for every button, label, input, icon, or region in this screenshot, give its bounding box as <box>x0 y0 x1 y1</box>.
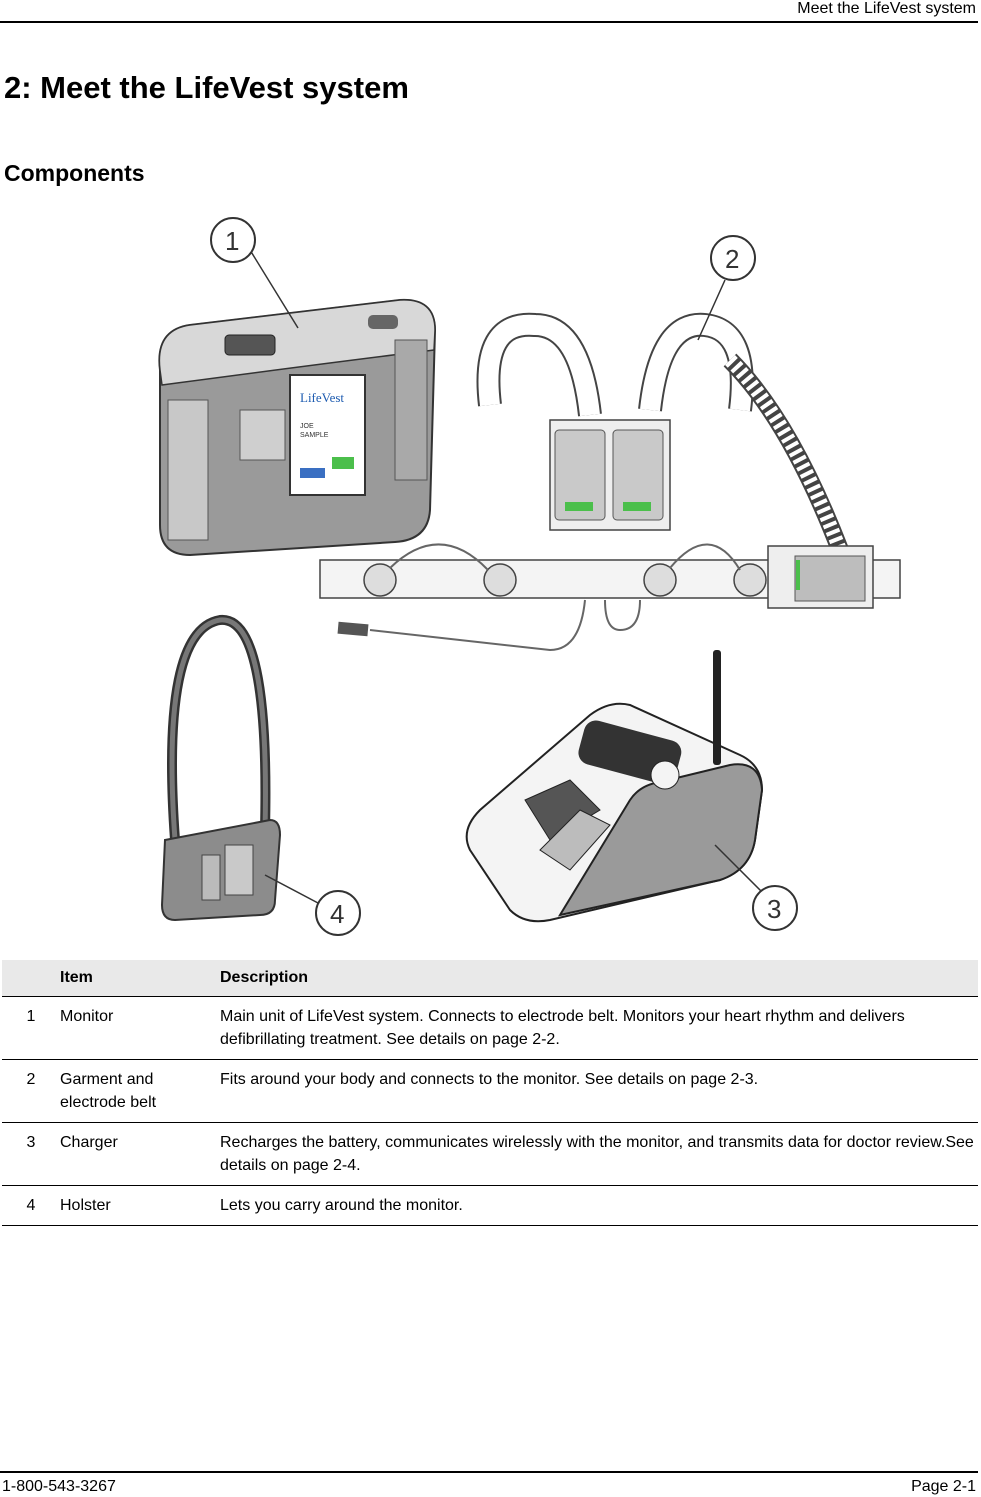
row-num: 3 <box>2 1122 60 1186</box>
running-title: Meet the LifeVest system <box>797 0 976 17</box>
running-header: Meet the LifeVest system <box>0 0 978 23</box>
charger-illustration <box>465 650 764 923</box>
chapter-title: 2: Meet the LifeVest system <box>4 70 409 105</box>
callout-2-label: 2 <box>725 244 739 274</box>
table-row: 1 Monitor Main unit of LifeVest system. … <box>2 996 978 1060</box>
callout-2: 2 <box>697 235 756 341</box>
monitor-screen-brand: LifeVest <box>300 390 344 405</box>
callout-3: 3 <box>714 844 798 931</box>
row-description: Fits around your body and connects to th… <box>220 1059 978 1123</box>
footer-phone: 1-800-543-3267 <box>2 1478 116 1495</box>
row-description: Main unit of LifeVest system. Connects t… <box>220 996 978 1060</box>
callout-4: 4 <box>264 874 361 936</box>
row-item: Garment and electrode belt <box>60 1059 220 1123</box>
header-description: Description <box>220 960 978 997</box>
row-description: Recharges the battery, communicates wire… <box>220 1122 978 1186</box>
running-footer: 1-800-543-3267 Page 2-1 <box>0 1471 978 1497</box>
holster-illustration <box>160 614 282 922</box>
callout-1: 1 <box>210 217 299 329</box>
callout-3-label: 3 <box>767 894 781 924</box>
table-row: 4 Holster Lets you carry around the moni… <box>2 1185 978 1226</box>
row-num: 4 <box>2 1185 60 1226</box>
monitor-screen-name-2: SAMPLE <box>300 432 329 439</box>
garment-illustration <box>319 312 901 652</box>
header-num <box>2 960 60 997</box>
row-num: 1 <box>2 996 60 1060</box>
row-item: Holster <box>60 1185 220 1226</box>
table-header-row: Item Description <box>2 960 978 997</box>
footer-page-number: Page 2-1 <box>911 1478 976 1495</box>
row-description: Lets you carry around the monitor. <box>220 1185 978 1226</box>
row-num: 2 <box>2 1059 60 1123</box>
callout-4-label: 4 <box>330 899 344 929</box>
callout-1-label: 1 <box>225 226 239 256</box>
header-item: Item <box>60 960 220 997</box>
section-title: Components <box>4 160 145 186</box>
monitor-screen-name-1: JOE <box>300 423 314 430</box>
table-row: 3 Charger Recharges the battery, communi… <box>2 1122 978 1186</box>
components-table: Item Description 1 Monitor Main unit of … <box>2 960 978 1226</box>
table-row: 2 Garment and electrode belt Fits around… <box>2 1059 978 1123</box>
row-item: Charger <box>60 1122 220 1186</box>
components-figure: LifeVest JOE SAMPLE <box>150 210 910 940</box>
row-item: Monitor <box>60 996 220 1060</box>
monitor-illustration: LifeVest JOE SAMPLE <box>158 298 437 557</box>
